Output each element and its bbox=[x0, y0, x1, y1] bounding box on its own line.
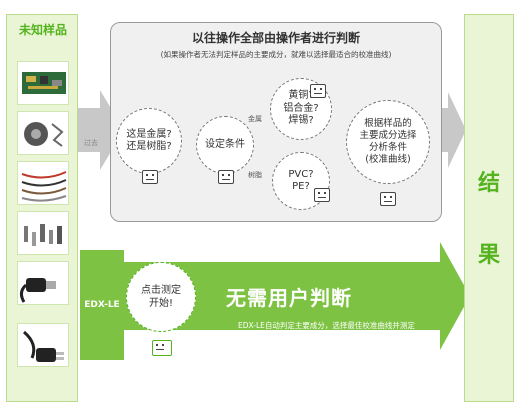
result-char-1: 结 bbox=[477, 171, 500, 196]
past-arrow bbox=[78, 90, 124, 170]
traditional-title: 以往操作全部由操作者进行判断 bbox=[191, 31, 360, 45]
worried-face-icon bbox=[310, 84, 326, 98]
worried-face-icon bbox=[142, 170, 158, 184]
click-to-start-bubble: 点击测定 开始! bbox=[126, 262, 196, 332]
metal-type-question-text: 黄铜? 铝合金? 焊锡? bbox=[283, 90, 319, 127]
set-conditions-bubble: 设定条件 bbox=[196, 116, 254, 174]
edx-le-label: EDX-LE bbox=[84, 300, 120, 310]
past-label: 过去 bbox=[84, 139, 98, 147]
edx-subline: EDX-LE自动判定主要成分，选择最佳校准曲线并测定 bbox=[238, 321, 415, 330]
sample-connector-image bbox=[17, 261, 69, 305]
edx-le-label-box bbox=[80, 250, 124, 360]
select-calibration-curve-text: 根据样品的 主要成分选择 分析条件 (校准曲线) bbox=[359, 118, 417, 165]
select-calibration-curve-bubble: 根据样品的 主要成分选择 分析条件 (校准曲线) bbox=[346, 100, 430, 184]
click-to-start-text: 点击测定 开始! bbox=[141, 285, 181, 309]
to-result-gray-arrow bbox=[440, 92, 466, 168]
worried-face-icon bbox=[218, 170, 234, 184]
edx-headline: 无需用户判断 bbox=[226, 286, 352, 310]
result-panel: 结 果 bbox=[464, 14, 514, 402]
sample-fan-image bbox=[17, 111, 69, 155]
sample-plug-image bbox=[17, 323, 69, 367]
set-conditions-text: 设定条件 bbox=[205, 138, 245, 150]
question-metal-or-resin-bubble: 这是金属? 还是树脂? bbox=[116, 108, 182, 174]
question-metal-or-resin-text: 这是金属? 还是树脂? bbox=[126, 128, 172, 153]
result-char-2: 果 bbox=[477, 243, 500, 268]
worried-face-icon bbox=[380, 192, 396, 206]
worried-face-icon bbox=[314, 188, 330, 202]
metal-branch-label: 金属 bbox=[248, 115, 262, 123]
sample-circuit-board-image bbox=[17, 61, 69, 105]
unknown-samples-panel: 未知样品 bbox=[6, 14, 78, 402]
sample-screws-image bbox=[17, 211, 69, 255]
sample-cables-image bbox=[17, 161, 69, 205]
resin-branch-label: 树脂 bbox=[248, 171, 262, 179]
traditional-subtitle: (如果操作者无法判定样品的主要成分，就难以选择最适合的校准曲线) bbox=[160, 50, 392, 59]
happy-face-icon bbox=[152, 340, 172, 356]
unknown-samples-title: 未知样品 bbox=[18, 23, 67, 37]
resin-type-question-text: PVC? PE? bbox=[288, 168, 314, 193]
edx-green-arrow bbox=[124, 242, 470, 350]
